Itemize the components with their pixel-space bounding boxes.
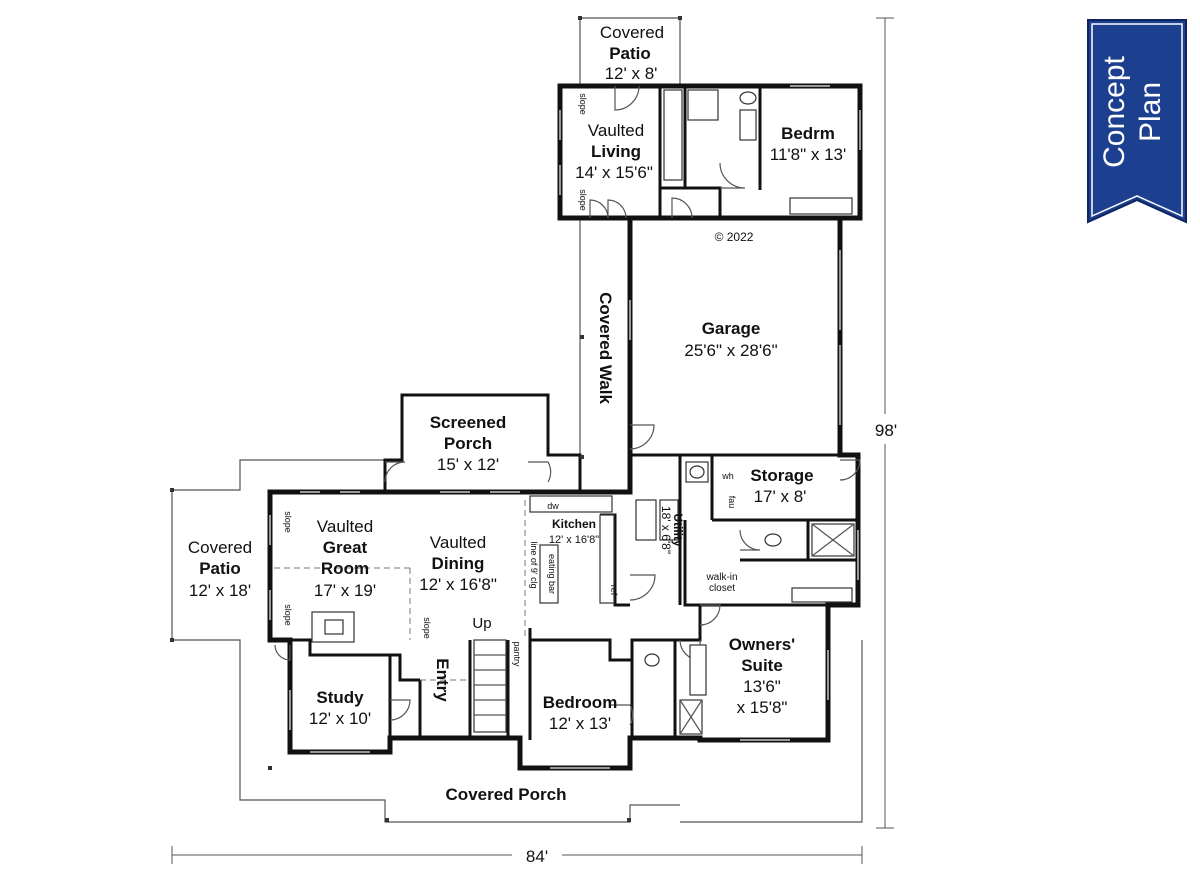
- dishwasher-note: dw: [547, 501, 559, 511]
- great-room-size: 17' x 19': [314, 581, 376, 600]
- dining-line1: Vaulted: [430, 533, 486, 552]
- dining-line2: Dining: [432, 554, 485, 573]
- water-heater-note: wh: [721, 471, 734, 481]
- covered-walk-label: Covered Walk: [596, 292, 615, 404]
- dimension-lines: [171, 17, 904, 868]
- bedroom-name: Bedroom: [543, 693, 618, 712]
- slope-note-great-top: slope: [283, 511, 293, 533]
- slope-note-living-bottom: slope: [578, 189, 588, 211]
- storage-name: Storage: [750, 466, 813, 485]
- interior-walls: [290, 86, 858, 752]
- owners-suite-size1: 13'6": [743, 677, 781, 696]
- top-patio-size: 12' x 8': [605, 64, 658, 83]
- study-name: Study: [316, 688, 364, 707]
- plan-notes: slope slope slope slope slope Up pantry …: [283, 93, 737, 667]
- walkin-closet-line1: walk-in: [705, 572, 737, 583]
- kitchen-name: Kitchen: [552, 517, 596, 531]
- depth-dimension: 98': [875, 421, 897, 440]
- copyright: © 2022: [715, 230, 754, 244]
- garage-size: 25'6" x 28'6": [684, 341, 777, 360]
- study-size: 12' x 10': [309, 709, 371, 728]
- door-swings: [274, 85, 861, 726]
- slope-note-living-top: slope: [578, 93, 588, 115]
- badge-line1: Concept: [1098, 55, 1131, 167]
- bedrm-name: Bedrm: [781, 124, 835, 143]
- concept-plan-badge: Concept Plan: [1087, 19, 1187, 224]
- slope-note-dining: slope: [422, 617, 432, 639]
- width-dimension: 84': [526, 847, 548, 866]
- owners-suite-line2: Suite: [741, 656, 783, 675]
- top-patio-line1: Covered: [600, 23, 664, 42]
- garage-name: Garage: [702, 319, 761, 338]
- badge-line2: Plan: [1134, 82, 1167, 142]
- entry-label: Entry: [433, 658, 452, 702]
- left-patio-line1: Covered: [188, 538, 252, 557]
- porch-outlines: [170, 16, 863, 823]
- stair-up-note: Up: [472, 615, 491, 632]
- storage-size: 17' x 8': [754, 487, 807, 506]
- fixtures: [274, 89, 855, 735]
- utility-name: Utility: [671, 513, 685, 547]
- living-size: 14' x 15'6": [575, 163, 653, 182]
- great-room-line1: Vaulted: [317, 517, 373, 536]
- screened-porch-line1: Screened: [430, 413, 507, 432]
- bedrm-size: 11'8" x 13': [770, 145, 846, 164]
- owners-suite-size2: x 15'8": [737, 698, 788, 717]
- screened-porch-size: 15' x 12': [437, 455, 499, 474]
- kitchen-size: 12' x 16'8": [549, 534, 599, 546]
- living-line1: Vaulted: [588, 121, 644, 140]
- ceiling-line-note: line of 9' clg: [529, 541, 539, 588]
- walkin-closet-line2: closet: [709, 583, 735, 594]
- screened-porch-line2: Porch: [444, 434, 492, 453]
- furnace-note: fau: [727, 496, 737, 509]
- great-room-line2: Great: [323, 538, 368, 557]
- refrigerator-note: ref: [609, 585, 619, 596]
- left-patio-line2: Patio: [199, 559, 241, 578]
- eating-bar-note: eating bar: [547, 554, 557, 594]
- owners-suite-line1: Owners': [729, 635, 795, 654]
- room-labels: Covered Patio 12' x 8' Vaulted Living 14…: [188, 23, 846, 804]
- slope-note-great-bottom: slope: [283, 604, 293, 626]
- top-patio-line2: Patio: [609, 44, 651, 63]
- dining-size: 12' x 16'8": [419, 575, 497, 594]
- great-room-line3: Room: [321, 559, 369, 578]
- covered-porch-label: Covered Porch: [446, 785, 567, 804]
- windows: [269, 85, 861, 769]
- pantry-note: pantry: [512, 641, 522, 667]
- living-line2: Living: [591, 142, 641, 161]
- left-patio-size: 12' x 18': [189, 581, 251, 600]
- utility-size: 18' x 6'8": [659, 506, 673, 554]
- bedroom-size: 12' x 13': [549, 714, 611, 733]
